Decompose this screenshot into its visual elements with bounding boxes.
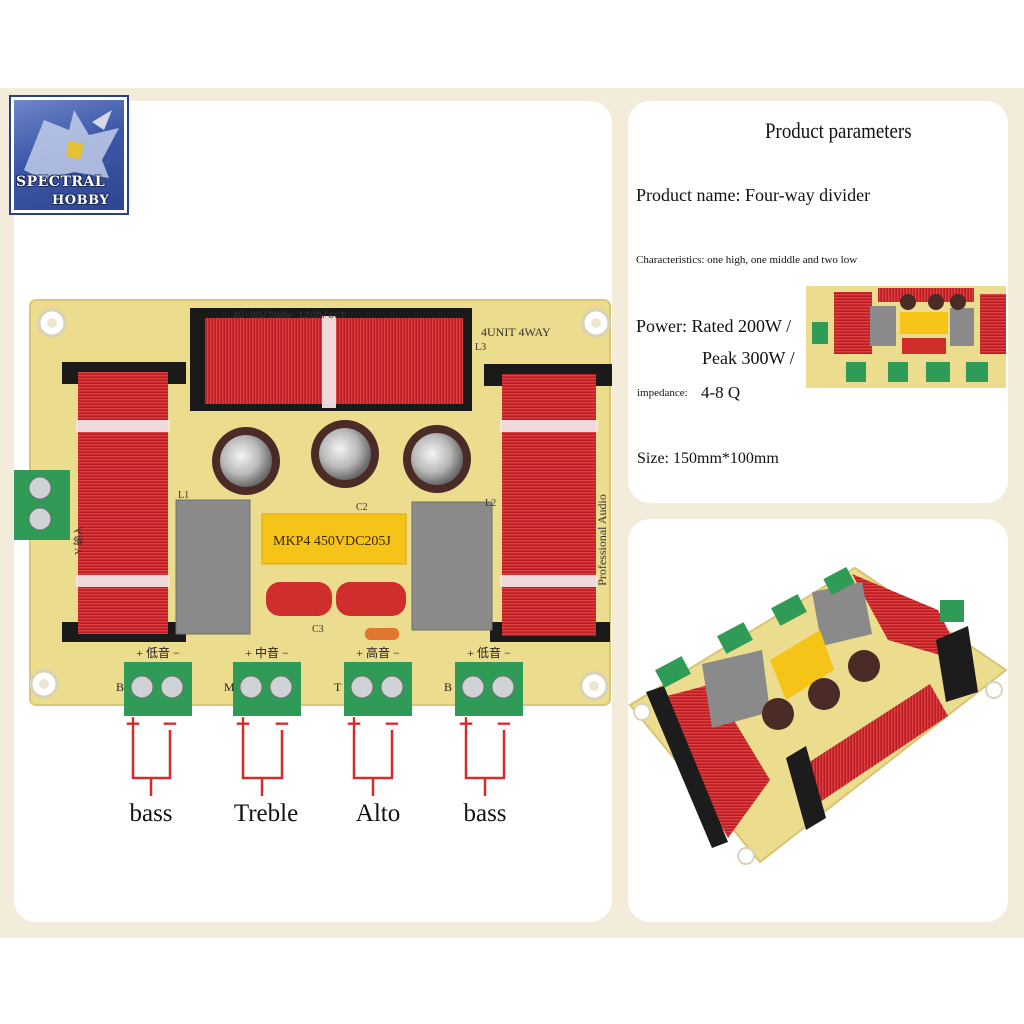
logo-text-spectral: SPECTRAL: [16, 174, 106, 190]
ref-l3: L3: [475, 342, 486, 353]
terminal-letter-2: M: [224, 680, 235, 694]
ref-l2: L2: [485, 498, 496, 509]
minus-sign-2: −: [274, 711, 291, 735]
terminal-letter-3: T: [334, 680, 342, 694]
params-impedance-value: 4-8 Q: [701, 383, 741, 402]
params-size: Size: 150mm*100mm: [637, 450, 779, 467]
terminal-label-alto: Alto: [355, 800, 401, 827]
board-print-top: 4Ω-8Ω/200w 12db/oct: [232, 310, 346, 322]
film-capacitor-left: [175, 499, 251, 635]
params-product-name: Product name: Four-way divider: [636, 185, 871, 205]
logo-text-hobby: HOBBY: [52, 193, 110, 208]
board-print-unit: 4UNIT 4WAY: [481, 325, 551, 339]
electrolytic-capacitors: [212, 420, 471, 495]
film-capacitor-right: [411, 501, 493, 631]
coil-l1: [78, 372, 168, 634]
terminal-letter-4: B: [444, 680, 452, 694]
terminal-print-1: + 低音 −: [136, 645, 180, 660]
params-title: Product parameters: [765, 118, 912, 143]
input-print: Y 输入: [72, 526, 85, 555]
plus-sign-2: +: [235, 711, 252, 735]
red-capacitor-1: [266, 582, 332, 616]
red-capacitor-2: [336, 582, 406, 616]
minus-sign-1: −: [162, 711, 179, 735]
terminal-label-treble: Treble: [233, 800, 299, 827]
ref-c3: C3: [312, 624, 324, 635]
minus-sign-4: −: [496, 711, 513, 735]
terminal-print-4: + 低音 −: [467, 645, 511, 660]
output-terminals: [124, 662, 523, 716]
params-power-rated: Power: Rated 200W /: [636, 316, 792, 336]
board-print-side: Professional Audio: [595, 494, 609, 586]
spectral-hobby-logo: SPECTRAL HOBBY: [9, 95, 129, 215]
terminal-print-2: + 中音 −: [245, 645, 289, 660]
terminal-label-bass-2: bass: [463, 800, 507, 827]
terminal-label-bass-1: bass: [129, 800, 173, 827]
minus-sign-3: −: [384, 711, 401, 735]
params-characteristics: Characteristics: one high, one middle an…: [636, 254, 858, 266]
wire-brackets: [131, 730, 506, 796]
params-impedance-label: impedance:: [637, 387, 688, 399]
angled-photo-panel: [628, 519, 1008, 922]
params-power-peak: Peak 300W /: [702, 348, 795, 368]
ref-c2: C2: [356, 502, 368, 513]
terminal-print-3: + 高音 −: [356, 645, 400, 660]
coil-l2: [502, 374, 596, 636]
plus-sign-4: +: [458, 711, 475, 735]
plus-sign-1: +: [125, 711, 142, 735]
capacitor-print: MKP4 450VDC205J: [273, 534, 391, 549]
mkp-capacitor: [261, 513, 407, 565]
robot-mascot-icon: [24, 110, 119, 180]
plus-sign-3: +: [346, 711, 363, 735]
parameters-panel: [628, 101, 1008, 503]
ref-l1: L1: [178, 490, 189, 501]
terminal-letter-1: B: [116, 680, 124, 694]
